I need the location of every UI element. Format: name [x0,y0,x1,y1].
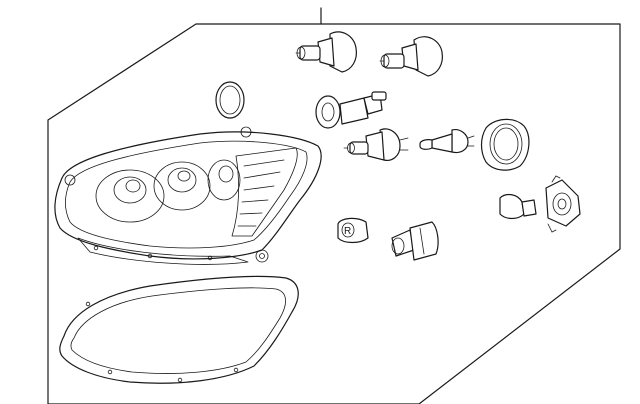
bulb-h7-center [343,128,409,161]
bulb-h7-right [379,36,443,77]
bulb-small [419,129,475,154]
cap-ring [480,118,530,171]
bulb-xenon [315,91,387,129]
bulb-h7-left [295,31,357,73]
bulb-socket-small: R [337,217,369,244]
lens-cover [59,275,299,384]
group-outline [47,23,621,404]
bulb-socket-large [391,221,439,261]
headlamp-assembly [54,126,322,265]
socket-mark-icon: R [344,226,351,237]
socket-bracket [545,175,581,233]
bulb-wedge [499,193,537,220]
o-ring-seal [215,81,245,119]
